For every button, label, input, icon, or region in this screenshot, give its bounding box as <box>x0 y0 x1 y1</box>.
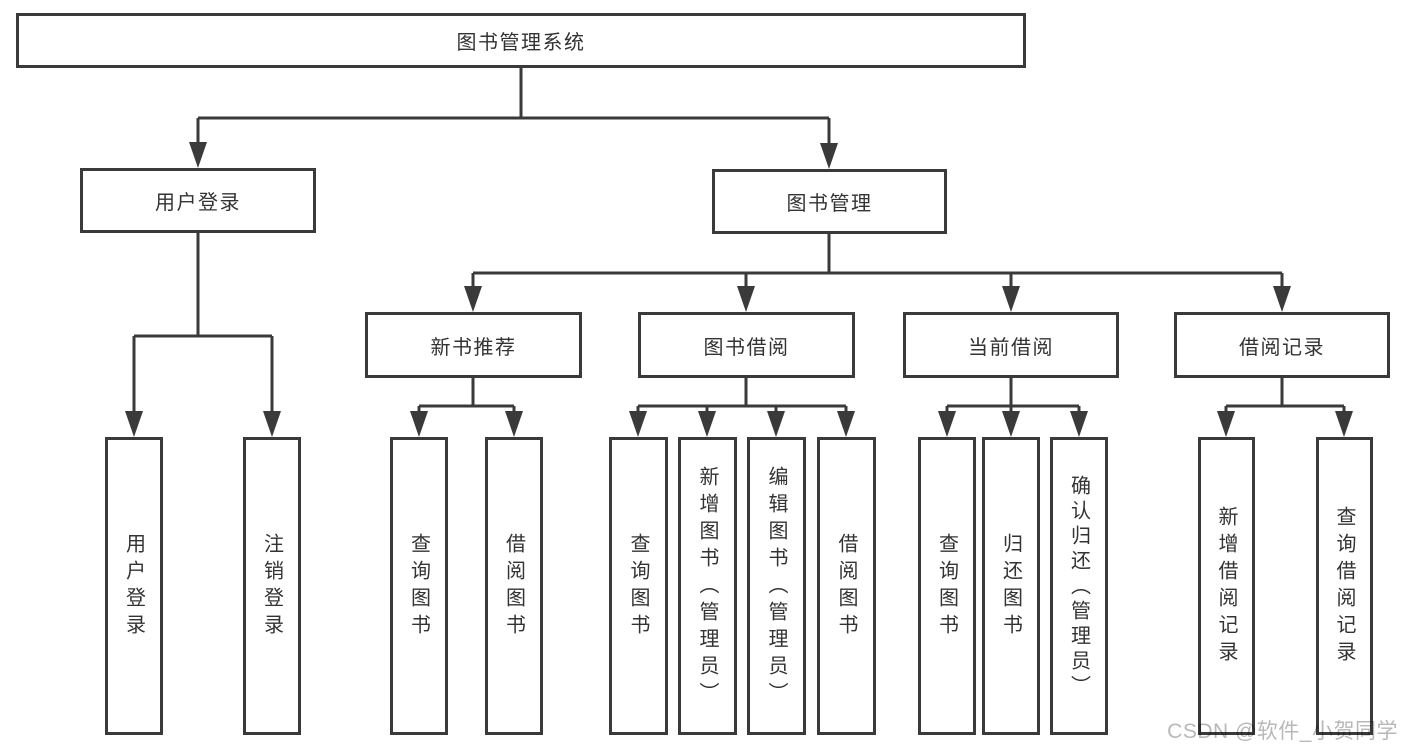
arrow-icon <box>1002 411 1020 437</box>
node-book-management: 图书管理 <box>712 169 947 234</box>
leaf-borrowing-add-books-admin: 新增图书（管理员） <box>678 437 737 735</box>
node-user-login: 用户登录 <box>80 168 316 233</box>
leaf-borrowing-edit-books-admin: 编辑图书（管理员） <box>747 437 806 735</box>
leaf-current-query-books: 查询图书 <box>918 437 976 735</box>
leaf-recommend-borrow-books: 借阅图书 <box>485 437 543 735</box>
arrow-icon <box>125 411 143 437</box>
leaf-current-confirm-return-admin: 确认归还（管理员） <box>1050 437 1108 735</box>
arrow-icon <box>629 411 647 437</box>
arrow-icon <box>263 411 281 437</box>
leaf-records-query-record: 查询借阅记录 <box>1316 437 1373 735</box>
arrow-icon <box>1273 286 1291 312</box>
node-book-borrowing: 图书借阅 <box>638 312 855 378</box>
arrow-icon <box>698 411 716 437</box>
arrow-icon <box>1217 411 1235 437</box>
arrow-icon <box>464 286 482 312</box>
leaf-records-add-record: 新增借阅记录 <box>1198 437 1255 735</box>
leaf-borrowing-query-books: 查询图书 <box>609 437 668 735</box>
leaf-current-return-books: 归还图书 <box>982 437 1040 735</box>
node-borrowing-records: 借阅记录 <box>1174 312 1390 378</box>
arrow-icon <box>837 411 855 437</box>
arrow-icon <box>820 143 838 169</box>
node-new-book-recommendation: 新书推荐 <box>365 312 582 378</box>
arrow-icon <box>410 411 428 437</box>
arrowheads <box>125 142 1353 437</box>
csdn-watermark: CSDN @软件_小贺同学 <box>1167 720 1398 743</box>
arrow-icon <box>1002 286 1020 312</box>
arrow-icon <box>1335 411 1353 437</box>
leaf-logout: 注销登录 <box>243 437 301 735</box>
arrow-icon <box>767 411 785 437</box>
node-root-library-management-system: 图书管理系统 <box>16 13 1026 68</box>
arrow-icon <box>1070 411 1088 437</box>
arrow-icon <box>737 286 755 312</box>
arrow-icon <box>189 142 207 168</box>
leaf-recommend-query-books: 查询图书 <box>390 437 448 735</box>
arrow-icon <box>938 411 956 437</box>
leaf-user-login: 用户登录 <box>105 437 163 735</box>
leaf-borrowing-borrow-books: 借阅图书 <box>817 437 876 735</box>
arrow-icon <box>505 411 523 437</box>
node-current-borrowing: 当前借阅 <box>903 312 1119 378</box>
